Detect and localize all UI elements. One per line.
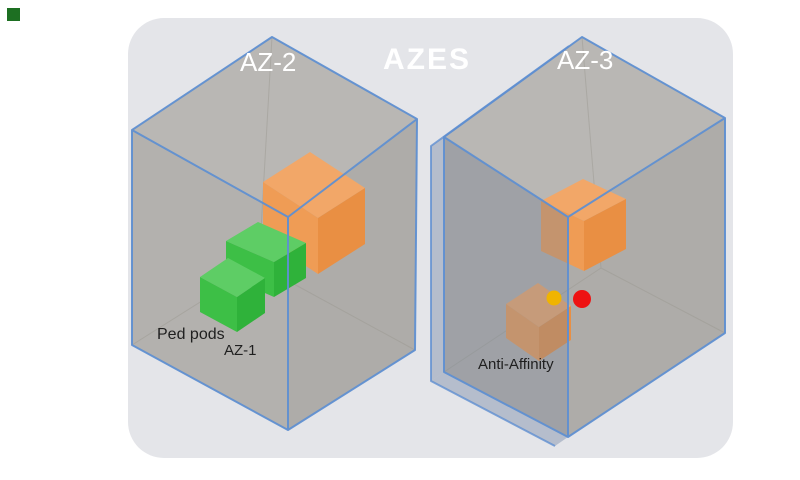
diagram-title: AZES xyxy=(383,43,472,76)
az3-double-wall-strip xyxy=(431,137,444,381)
az2-zone-cube xyxy=(131,36,418,431)
anti-affinity-label: Anti-Affinity xyxy=(478,356,554,373)
az3-glass-overlay xyxy=(444,137,568,437)
az2-green-pod-cubes xyxy=(200,222,306,332)
zone-label-az2: AZ-2 xyxy=(240,47,297,77)
zone-label-az3: AZ-3 xyxy=(557,45,614,75)
az2-orange-cube-side xyxy=(318,188,365,274)
green-pod-front-top xyxy=(200,258,265,297)
ped-pods-label: Ped pods xyxy=(157,326,225,343)
corner-artifact-square xyxy=(7,8,20,21)
az3-zone-cube xyxy=(430,36,726,447)
az3-upper-orange-side xyxy=(584,199,626,271)
green-pod-front-front xyxy=(200,277,237,332)
az3-upper-orange-front xyxy=(541,201,584,271)
az3-lower-orange-side xyxy=(539,306,571,361)
az3-upper-orange-top xyxy=(541,179,626,221)
az3-top-face xyxy=(444,37,725,217)
az2-orange-cube-top xyxy=(263,152,365,218)
az1-label: AZ-1 xyxy=(224,342,257,359)
az3-lower-orange-top xyxy=(506,283,571,327)
az2-cube-edges xyxy=(131,36,418,431)
az3-double-wall-bottom xyxy=(431,372,568,446)
green-pod-back-side xyxy=(274,243,306,297)
az3-double-wall-edges xyxy=(430,45,570,447)
az3-orange-cube-lower xyxy=(506,283,571,361)
az3-lower-orange-front xyxy=(506,304,539,361)
az3-orange-cube-upper xyxy=(541,179,626,271)
yellow-dot-marker xyxy=(546,290,562,306)
az3-left-face xyxy=(444,137,568,437)
red-dot-marker xyxy=(573,290,591,308)
green-pod-front-side xyxy=(237,278,265,332)
green-pod-back-top xyxy=(226,222,306,262)
